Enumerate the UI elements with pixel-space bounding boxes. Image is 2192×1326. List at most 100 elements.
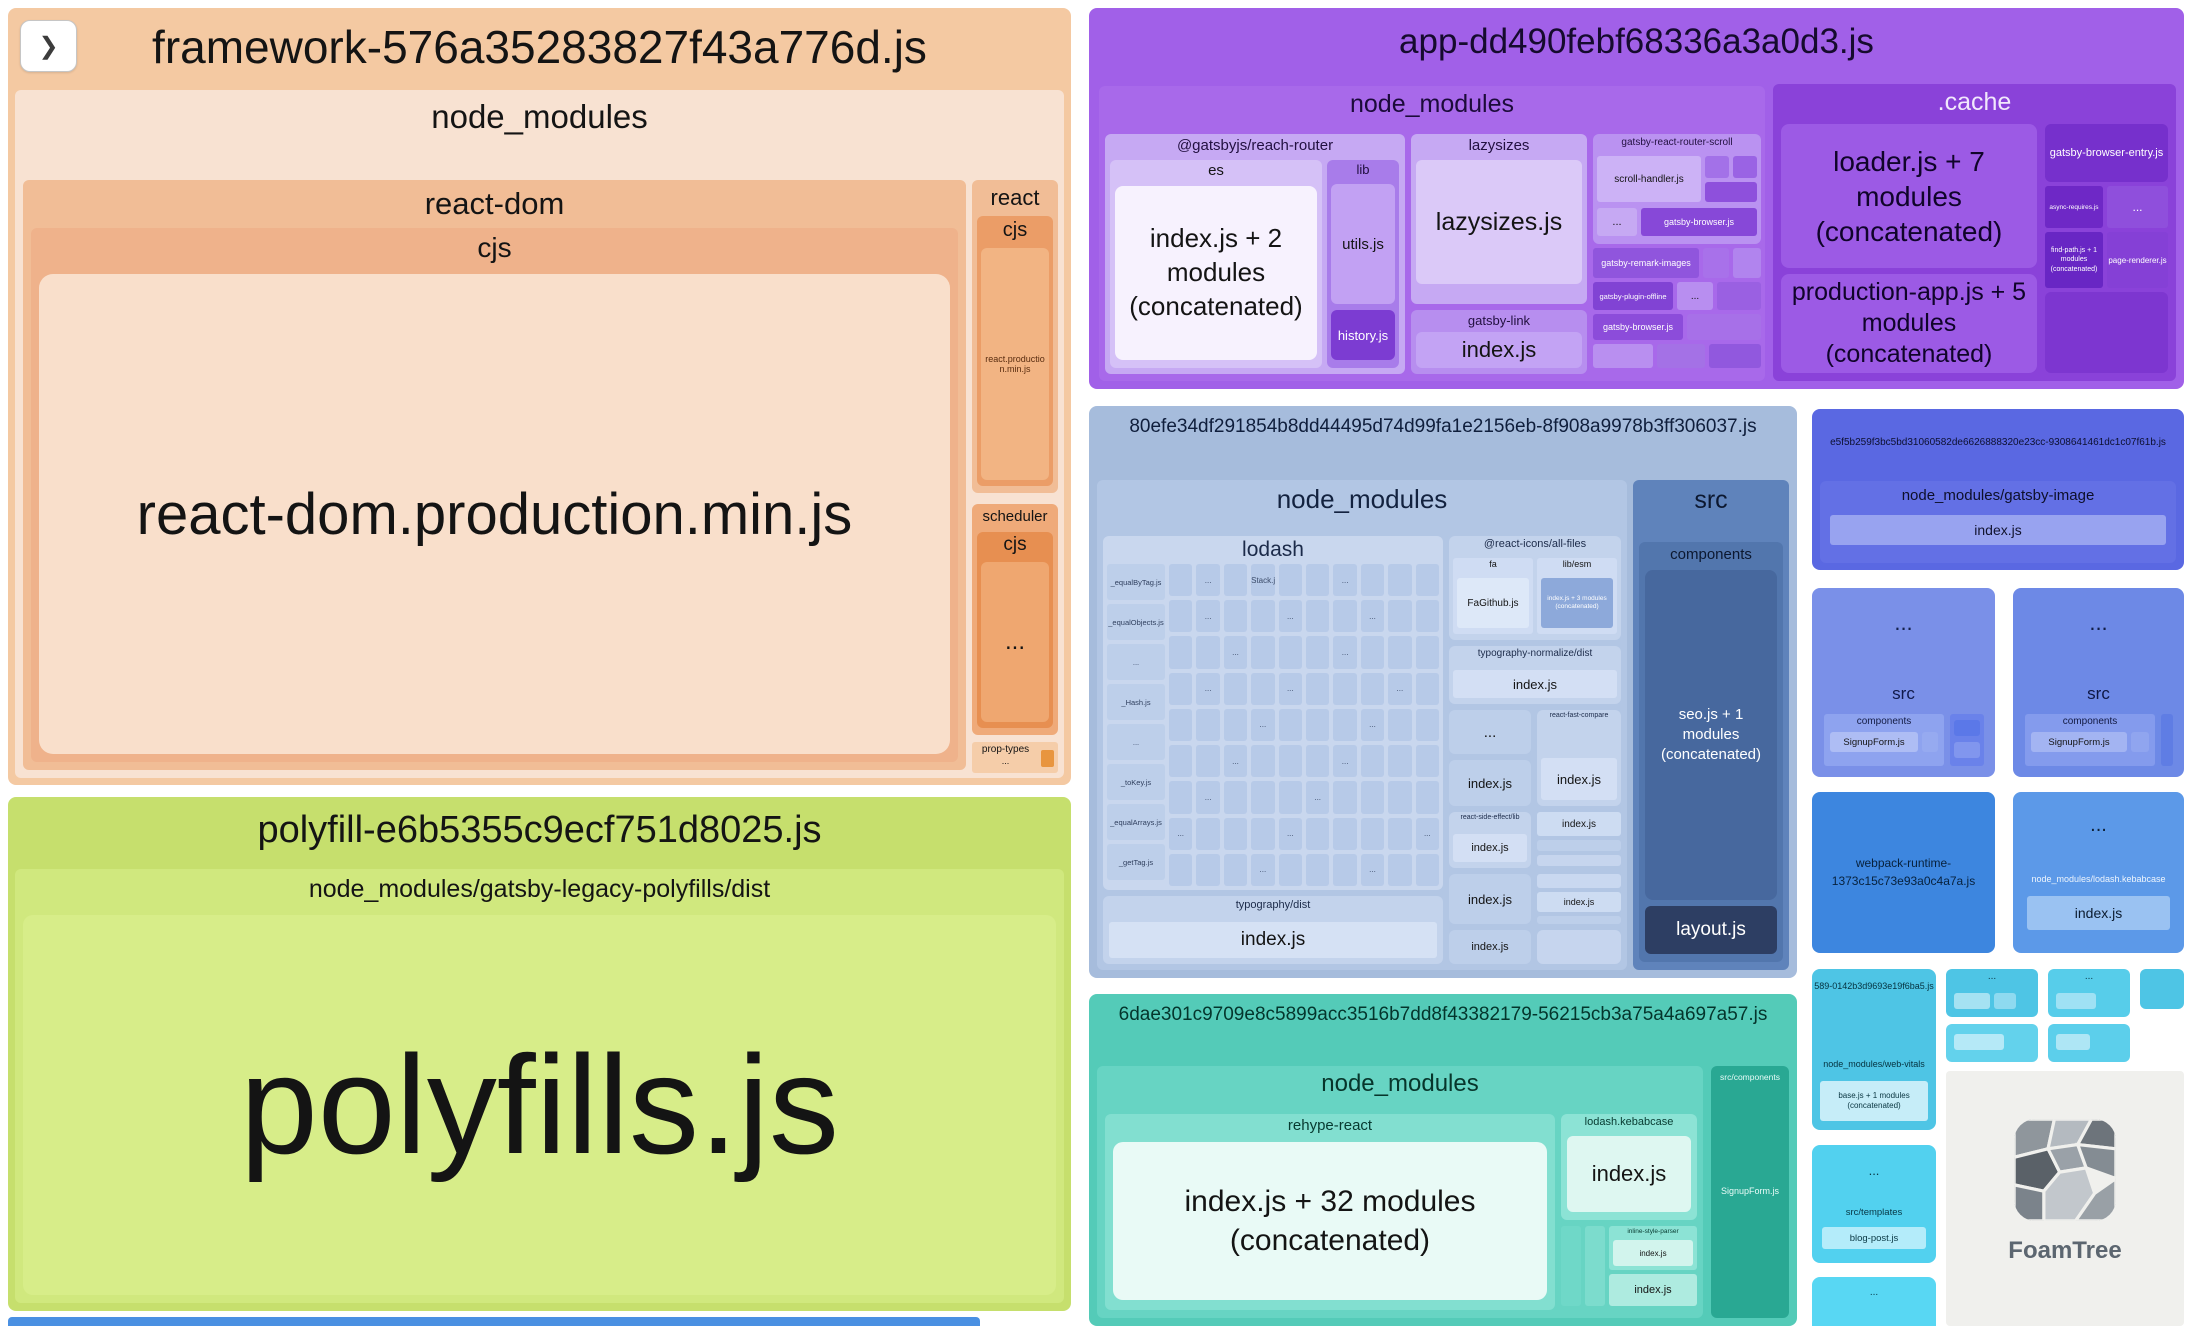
module-index-js[interactable]: index.js bbox=[1541, 758, 1617, 800]
foamtree-credit[interactable]: FoamTree bbox=[1946, 1071, 2184, 1326]
lodash-module-cell[interactable]: ... bbox=[1360, 600, 1385, 633]
lodash-module-cell[interactable] bbox=[1388, 564, 1412, 597]
lodash-module-cell[interactable] bbox=[1305, 672, 1330, 705]
lodash-module-cell[interactable]: ... bbox=[1360, 853, 1385, 886]
chunk-webpack-runtime[interactable]: webpack-runtime-1373c15c73e93a0c4a7a.js bbox=[1812, 792, 1995, 953]
module-gatsby-link-index[interactable]: index.js bbox=[1416, 332, 1582, 368]
module-lib-esm-index[interactable]: index.js + 3 modules (concatenated) bbox=[1541, 578, 1613, 628]
lodash-module-cell[interactable]: ... bbox=[1415, 817, 1439, 850]
lodash-module-file[interactable]: _equalByTag.js bbox=[1107, 564, 1165, 600]
module-gatsby-browser-entry[interactable]: gatsby-browser-entry.js bbox=[2045, 124, 2168, 182]
lodash-module-cell[interactable] bbox=[1278, 745, 1302, 778]
lodash-module-cell[interactable] bbox=[1223, 817, 1248, 850]
group-react-cjs[interactable]: cjs react.production.min.js bbox=[977, 216, 1053, 486]
lodash-module-cell[interactable] bbox=[1333, 672, 1357, 705]
lodash-module-cell[interactable] bbox=[1169, 600, 1193, 633]
lodash-module-cell[interactable] bbox=[1251, 672, 1275, 705]
module-cell[interactable] bbox=[1593, 344, 1653, 368]
module-cell[interactable] bbox=[1994, 993, 2016, 1009]
module-cell[interactable] bbox=[2161, 714, 2173, 766]
lodash-module-cell[interactable]: ... bbox=[1278, 817, 1302, 850]
lodash-module-cell[interactable] bbox=[1360, 672, 1385, 705]
lodash-module-cell[interactable] bbox=[1169, 636, 1193, 669]
group-reach-router-es[interactable]: es index.js + 2 modules (concatenated) bbox=[1110, 160, 1322, 368]
lodash-module-cell[interactable] bbox=[1415, 672, 1439, 705]
module-index-js[interactable]: index.js bbox=[1449, 874, 1531, 924]
lodash-module-cell[interactable]: ... bbox=[1251, 708, 1275, 742]
lodash-module-cell[interactable] bbox=[1305, 636, 1330, 669]
module-cell[interactable] bbox=[1954, 993, 1990, 1009]
chunk-80efe[interactable]: 80efe34df291854b8dd44495d74d99fa1e2156eb… bbox=[1089, 406, 1797, 978]
module-cell[interactable] bbox=[1537, 916, 1621, 924]
lodash-module-cell[interactable]: ... bbox=[1278, 600, 1302, 633]
group-rehype-react[interactable]: rehype-react index.js + 32 modules (conc… bbox=[1105, 1114, 1555, 1310]
module-cell[interactable] bbox=[1709, 344, 1761, 368]
lodash-module-cell[interactable] bbox=[1415, 745, 1439, 778]
lodash-module-cell[interactable] bbox=[1251, 745, 1275, 778]
module-index-js[interactable]: index.js bbox=[1537, 812, 1621, 836]
lodash-module-file[interactable]: ... bbox=[1107, 644, 1165, 680]
lodash-module-cell[interactable] bbox=[1278, 781, 1302, 814]
module-cell[interactable] bbox=[1657, 344, 1705, 368]
module-loader-js[interactable]: loader.js + 7 modules (concatenated) bbox=[1781, 124, 2037, 268]
group-inline-style-parser[interactable]: inline-style-parser index.js bbox=[1609, 1226, 1697, 1270]
group-6dae-src-components[interactable]: src/components SignupForm.js bbox=[1711, 1066, 1789, 1318]
lodash-module-cell[interactable] bbox=[1169, 564, 1193, 597]
lodash-module-cell[interactable]: ... bbox=[1305, 781, 1330, 814]
module-cell[interactable] bbox=[1705, 156, 1729, 178]
lodash-module-cell[interactable] bbox=[1388, 636, 1412, 669]
module-layout-js[interactable]: layout.js bbox=[1645, 906, 1777, 954]
group-80efe-node-modules[interactable]: node_modules lodash _equalByTag.js _equa… bbox=[1097, 480, 1627, 970]
module-cell[interactable] bbox=[1954, 742, 1980, 758]
module-signupform[interactable]: SignupForm.js bbox=[2031, 732, 2127, 752]
module-cell[interactable] bbox=[2056, 993, 2096, 1009]
lodash-module-cell[interactable]: ... bbox=[1333, 636, 1357, 669]
module-find-path[interactable]: find-path.js + 1 modules (concatenated) bbox=[2045, 232, 2103, 288]
module-page-renderer[interactable]: page-renderer.js bbox=[2107, 232, 2168, 288]
module-cell[interactable] bbox=[1954, 720, 1980, 736]
lodash-module-cell[interactable] bbox=[1305, 745, 1330, 778]
module-cell[interactable] bbox=[1954, 1034, 2004, 1050]
module-reach-router-index[interactable]: index.js + 2 modules (concatenated) bbox=[1115, 186, 1317, 360]
chunk-6dae[interactable]: 6dae301c9709e8c5899acc3516b7dd8f43382179… bbox=[1089, 994, 1797, 1326]
module-cell[interactable] bbox=[2131, 732, 2149, 752]
group-gatsby-legacy-polyfills[interactable]: node_modules/gatsby-legacy-polyfills/dis… bbox=[15, 869, 1064, 1303]
group-react-dom-cjs[interactable]: cjs react-dom.production.min.js bbox=[31, 228, 958, 762]
group-scheduler[interactable]: scheduler cjs ... bbox=[972, 504, 1058, 735]
lodash-module-cell[interactable] bbox=[1169, 708, 1193, 742]
module-production-app-js[interactable]: production-app.js + 5 modules (concatena… bbox=[1781, 274, 2037, 373]
module-fagithub[interactable]: FaGithub.js bbox=[1457, 578, 1529, 628]
module-cell[interactable] bbox=[1585, 1226, 1605, 1306]
module-index-js[interactable]: index.js bbox=[1449, 760, 1531, 806]
lodash-module-cell[interactable]: ... bbox=[1196, 672, 1220, 705]
lodash-module-cell[interactable] bbox=[1251, 636, 1275, 669]
lodash-module-cell[interactable] bbox=[1305, 600, 1330, 633]
group-typography-dist[interactable]: typography/dist index.js bbox=[1103, 896, 1443, 964]
lodash-module-cell[interactable] bbox=[1415, 600, 1439, 633]
lodash-module-cell[interactable] bbox=[1388, 817, 1412, 850]
lodash-module-cell[interactable] bbox=[1196, 817, 1220, 850]
lodash-module-cell[interactable] bbox=[1223, 853, 1248, 886]
group-dot-cache[interactable]: .cache loader.js + 7 modules (concatenat… bbox=[1773, 84, 2176, 381]
lodash-module-cell[interactable] bbox=[1169, 672, 1193, 705]
module-cell[interactable] bbox=[1733, 248, 1761, 278]
chunk-templates[interactable]: ... src/templates blog-post.js bbox=[1812, 1145, 1936, 1263]
module-cell[interactable] bbox=[1717, 282, 1761, 310]
lodash-module-cell[interactable] bbox=[1251, 600, 1275, 633]
lodash-module-cell[interactable] bbox=[1196, 853, 1220, 886]
lodash-module-cell[interactable] bbox=[1388, 853, 1412, 886]
group-nested-modules[interactable] bbox=[1950, 714, 1984, 766]
module-cell[interactable] bbox=[2045, 292, 2168, 373]
module-react-dom-production-min[interactable]: react-dom.production.min.js bbox=[39, 274, 950, 754]
group-lodash[interactable]: lodash _equalByTag.js _equalObjects.js .… bbox=[1103, 536, 1443, 890]
modules-ellipsis[interactable]: ... bbox=[1449, 710, 1531, 754]
lodash-module-cell[interactable]: ... bbox=[1388, 672, 1412, 705]
module-cell[interactable] bbox=[1703, 248, 1729, 278]
group-app-node-modules[interactable]: node_modules @gatsbyjs/reach-router es i… bbox=[1099, 86, 1765, 381]
module-polyfills-js[interactable]: polyfills.js bbox=[23, 915, 1056, 1295]
lodash-module-cell[interactable] bbox=[1169, 745, 1193, 778]
group-lib-esm[interactable]: lib/esm index.js + 3 modules (concatenat… bbox=[1537, 558, 1617, 634]
chunk-tiny-1[interactable]: ... bbox=[1946, 969, 2038, 1017]
module-gatsby-plugin-offline[interactable]: gatsby-plugin-offline bbox=[1593, 282, 1673, 310]
prop-types-module-cell[interactable] bbox=[1041, 750, 1054, 767]
